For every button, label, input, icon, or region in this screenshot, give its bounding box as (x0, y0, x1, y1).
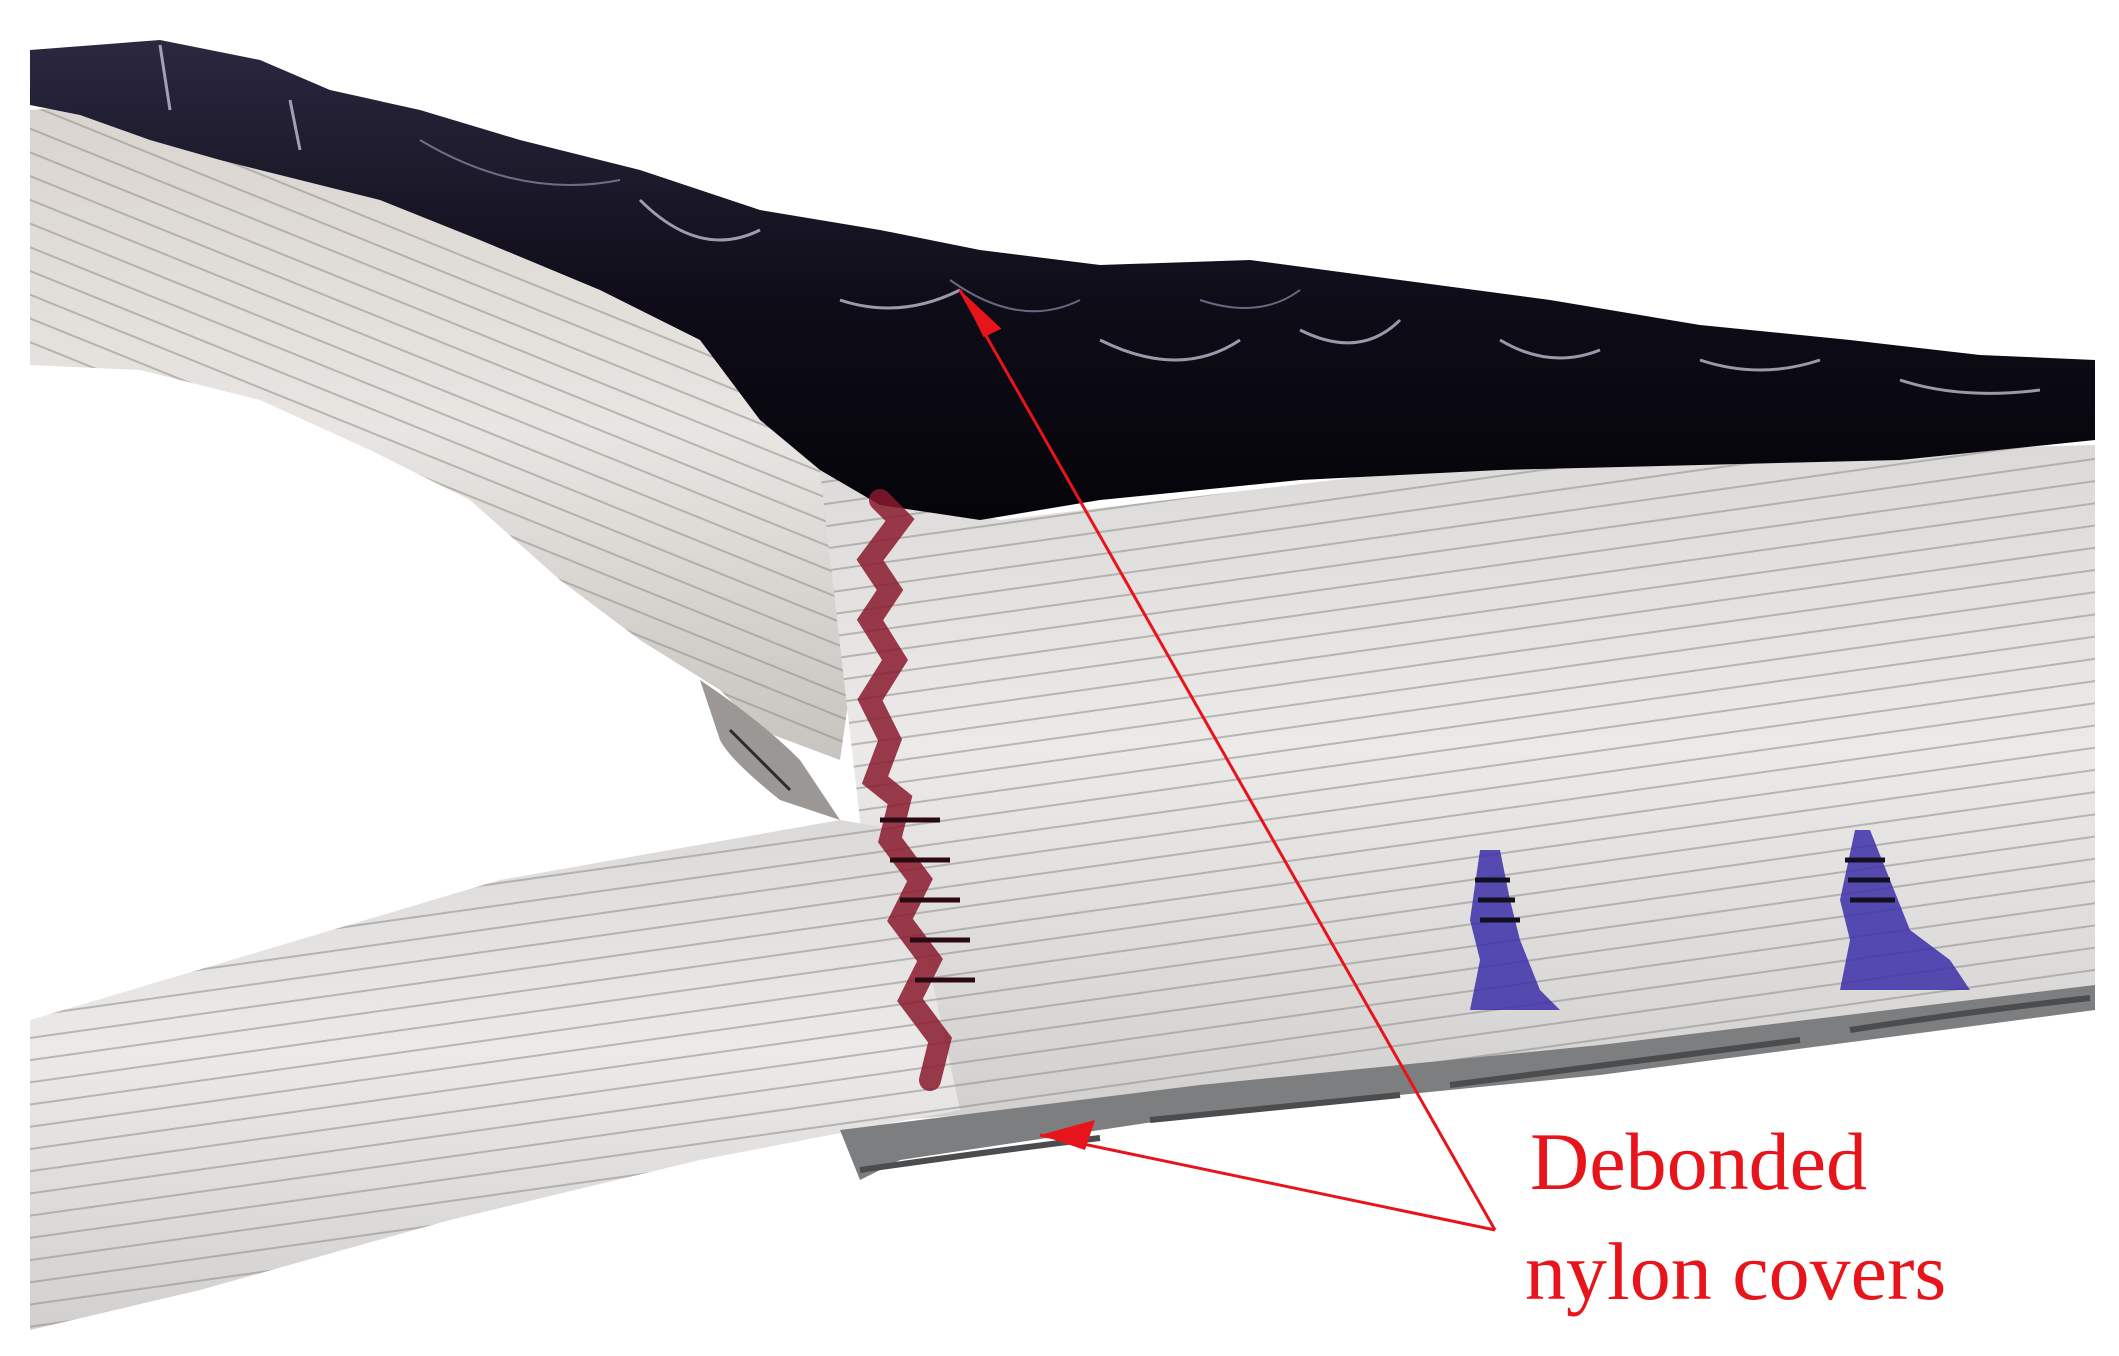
top-nylon-cover (30, 40, 2095, 520)
annotation-label-line-2: nylon covers (1525, 1226, 1947, 1317)
red-marker (856, 489, 975, 1091)
annotation-arrows (958, 289, 1497, 1232)
blue-marker-2 (1840, 830, 1970, 990)
blue-marker-1 (1470, 850, 1560, 1010)
annotation-label-line-1: Debonded (1530, 1116, 1868, 1207)
